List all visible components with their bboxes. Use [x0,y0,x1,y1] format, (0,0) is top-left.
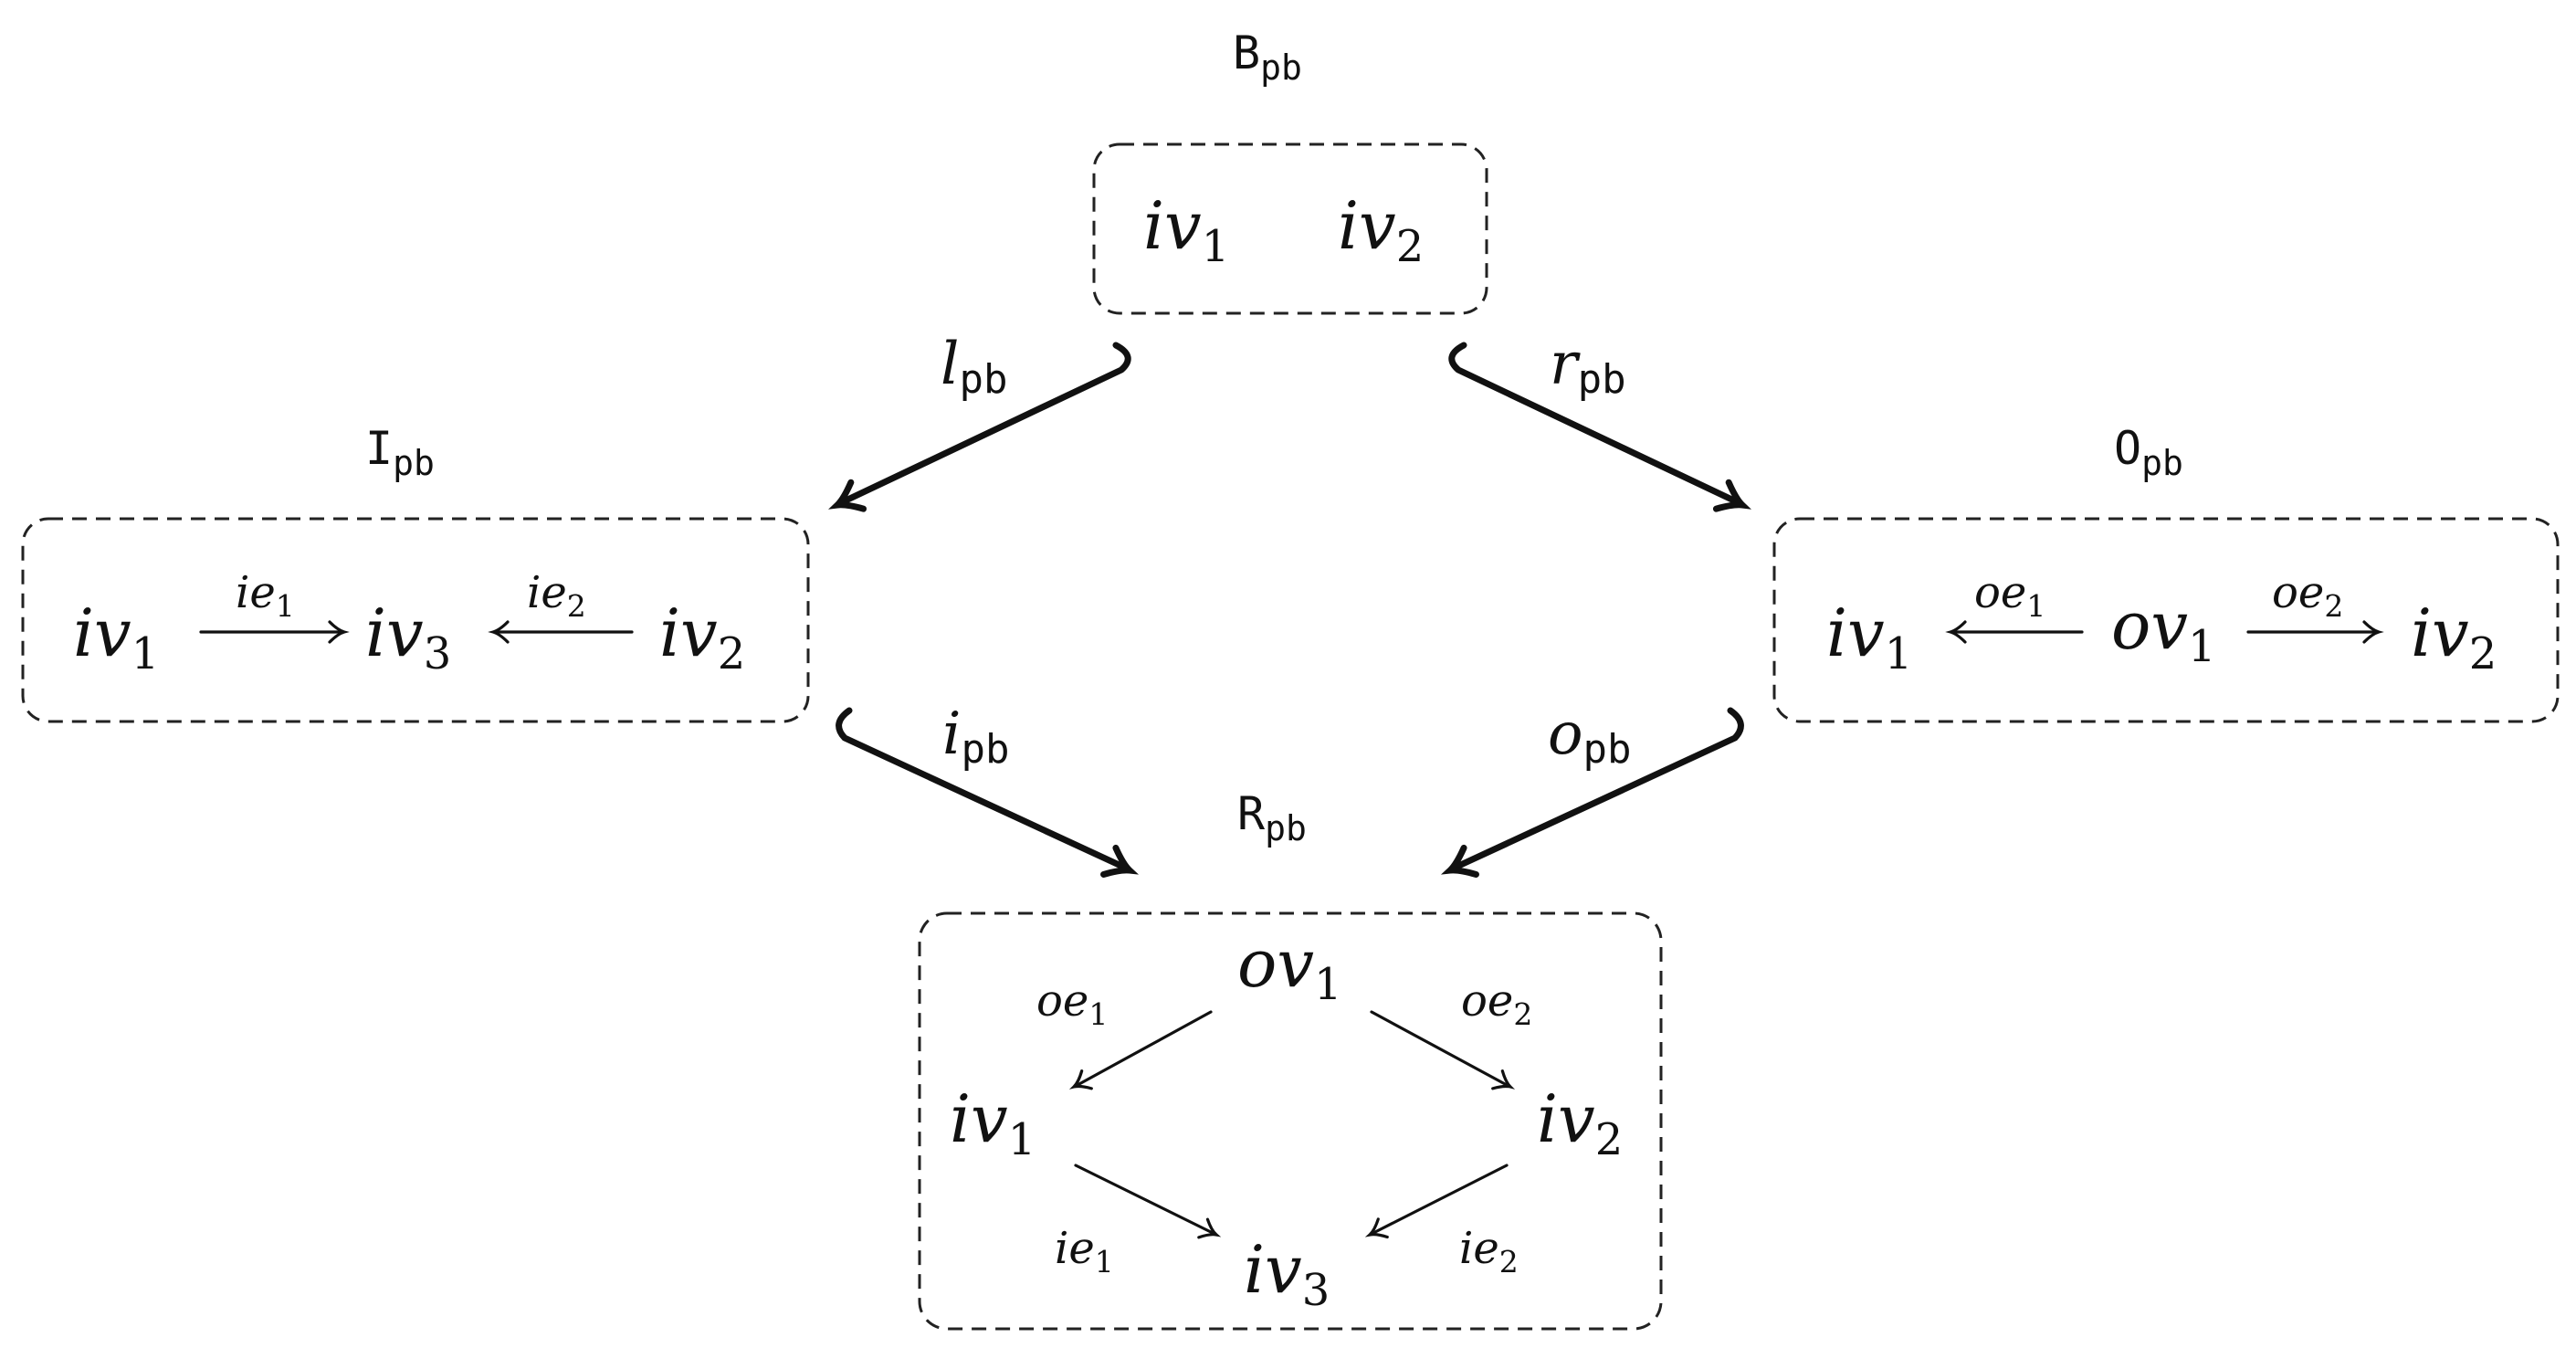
morphism-r-label: rpb [1550,331,1626,403]
graph-R-edge [1363,1164,1509,1246]
graph-O-edge [1949,620,2084,644]
graph-I-title: Ipb [365,422,435,483]
graph-B-title: Bpb [1233,26,1302,88]
graph-O-node: iv1 [1826,595,1912,679]
graph-O-title: Opb [2114,422,2183,483]
graph-I-edge-label: ie2 [527,567,586,624]
graph-R-edge-label: oe1 [1036,975,1108,1032]
graph-R-node: iv3 [1244,1231,1330,1316]
graph-R-edge [1370,1010,1517,1098]
morphism-l-label: lpb [941,331,1007,403]
graph-R-title: Rpb [1237,787,1307,848]
graph-I-edge [199,620,346,644]
graph-I-edge [491,620,634,644]
graph-O-edge [2246,620,2381,644]
graph-R-edge [1067,1010,1213,1098]
graph-O-edge-label: oe1 [1974,567,2045,624]
graph-I-node: iv1 [73,595,159,679]
graph-B-box [1092,142,1488,315]
graph-I-edge-label: ie1 [236,567,295,624]
graph-O-node: iv2 [2411,595,2497,679]
morphism-o-label: opb [1548,700,1632,773]
graph-R-edge-label: ie2 [1459,1223,1519,1280]
graph-I-box [21,517,810,723]
graph-B-node: iv1 [1143,187,1229,272]
morphism-o-arrow [1444,707,1744,884]
morphism-i-arrow [836,707,1136,884]
graph-I-node: iv2 [659,595,745,679]
graph-O-box [1772,517,2560,723]
graph-R-box [918,911,1663,1331]
graph-R-node: ov1 [1237,925,1342,1010]
morphism-l-arrow [831,342,1131,518]
graph-R-node: iv1 [950,1080,1036,1165]
graph-R-node: iv2 [1537,1080,1623,1165]
graph-O-node: ov1 [2111,587,2216,672]
graph-B-node: iv2 [1338,187,1424,272]
graph-O-edge-label: oe2 [2272,567,2343,624]
graph-I-node: iv3 [365,595,451,679]
graph-R-edge [1074,1164,1223,1246]
graph-R-edge-label: ie1 [1055,1223,1114,1280]
morphism-r-arrow [1448,342,1749,518]
morphism-i-label: ipb [942,700,1009,773]
graph-R-edge-label: oe2 [1461,975,1532,1032]
